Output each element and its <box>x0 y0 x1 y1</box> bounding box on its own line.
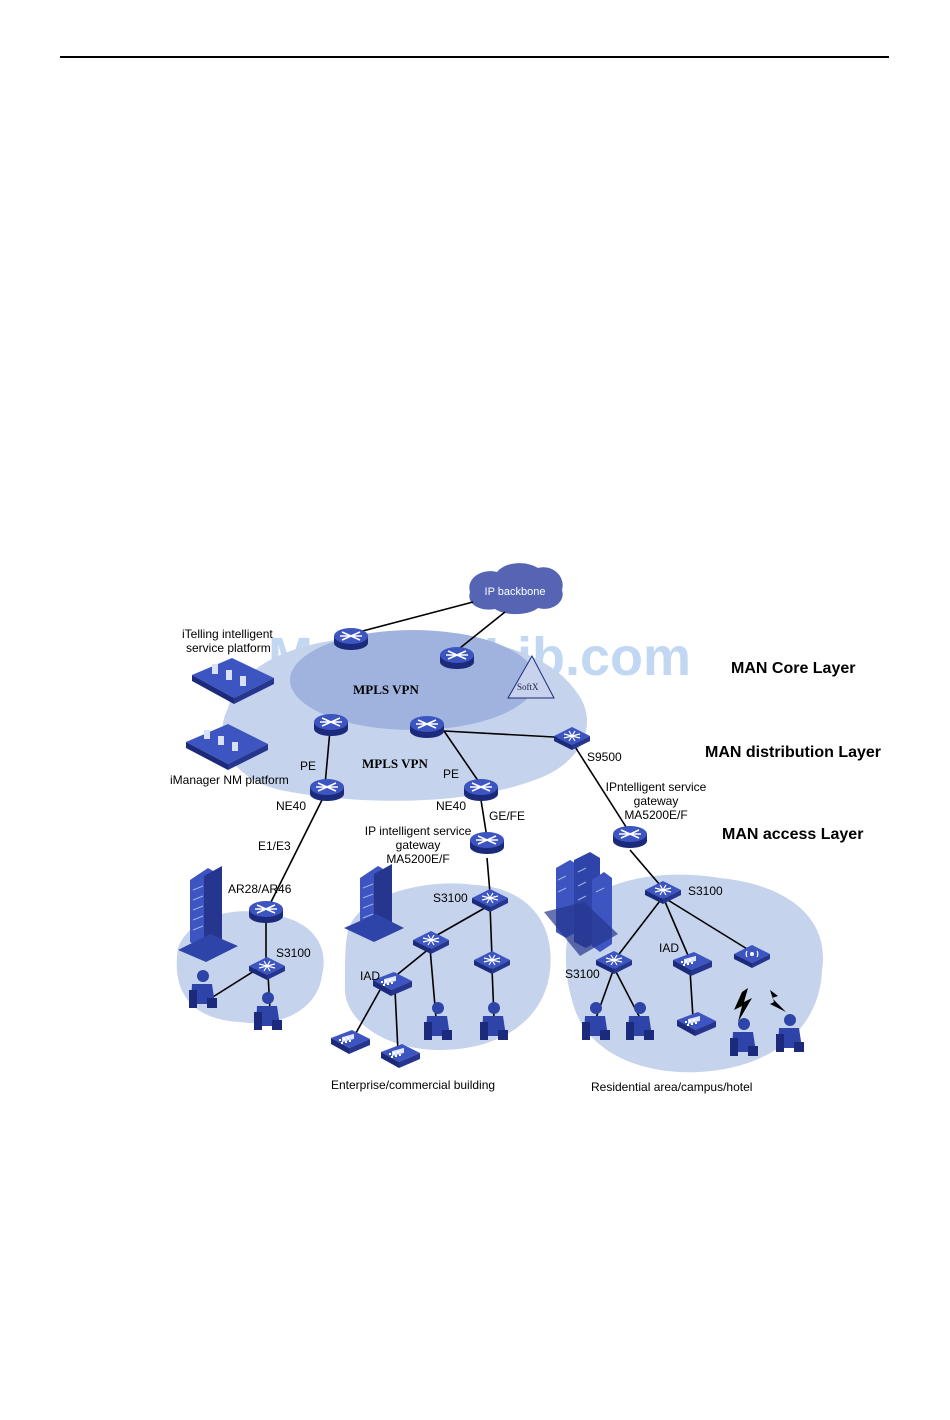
building-middle-icon <box>344 864 404 942</box>
residential-area-label: Residential area/campus/hotel <box>591 1080 752 1094</box>
imanager-platform-icon <box>186 724 268 770</box>
man-core-layer-label: MAN Core Layer <box>731 660 855 677</box>
mpls-router-left-icon <box>313 713 349 737</box>
softx-server: SoftX <box>507 654 555 699</box>
core-router-right-icon <box>439 646 475 670</box>
building-right-icon <box>544 852 618 956</box>
s3100-label-middle: S3100 <box>433 891 468 905</box>
gateway-middle-label-line2: gateway <box>396 838 441 852</box>
itelling-label-line1: iTelling intelligent <box>182 627 273 641</box>
s3100-label-right-low: S3100 <box>565 967 600 981</box>
ne40-label-left: NE40 <box>276 799 306 813</box>
svg-text:SoftX: SoftX <box>517 682 539 692</box>
s9500-label: S9500 <box>587 750 622 764</box>
ar-router-label: AR28/AR46 <box>228 882 292 896</box>
mpls-vpn-label-top: MPLS VPN <box>353 682 419 697</box>
gefe-label: GE/FE <box>489 809 525 823</box>
ne40-label-right: NE40 <box>436 799 466 813</box>
pe-label-left: PE <box>300 759 316 773</box>
gateway-right-label-line2: gateway <box>634 794 679 808</box>
gateway-right-label-line1: IPntelligent service <box>606 780 707 794</box>
s3100-label-right-top: S3100 <box>688 884 723 898</box>
iad-label-right: IAD <box>659 941 679 955</box>
ar28-ar46-router-icon <box>248 900 284 924</box>
mpls-router-right-icon <box>409 715 445 739</box>
gateway-middle-label-line3: MA5200E/F <box>386 852 449 866</box>
e1e3-label: E1/E3 <box>258 839 291 853</box>
phone-middle-left-icon <box>331 1030 370 1054</box>
enterprise-area-label: Enterprise/commercial building <box>331 1078 495 1092</box>
building-left-icon <box>178 866 238 962</box>
core-router-left-icon <box>333 627 369 651</box>
ma5200-gateway-middle-icon <box>469 831 505 855</box>
man-distribution-layer-label: MAN distribution Layer <box>705 744 881 761</box>
wireless-access-point-icon <box>734 945 770 968</box>
top-rule <box>60 56 889 58</box>
s3100-label-left: S3100 <box>276 946 311 960</box>
itelling-label-line2: service platform <box>186 641 271 655</box>
wireless-bolt-left-icon <box>734 988 752 1022</box>
itelling-platform-icon <box>192 658 274 704</box>
mpls-vpn-label-bottom: MPLS VPN <box>362 756 428 771</box>
ne40-router-right-icon <box>463 778 499 802</box>
wireless-bolt-right-icon <box>770 990 786 1012</box>
ma5200-gateway-right-icon <box>612 825 648 849</box>
gateway-right-label-line3: MA5200E/F <box>624 808 687 822</box>
imanager-label: iManager NM platform <box>170 773 289 787</box>
svg-text:IP backbone: IP backbone <box>485 586 546 598</box>
gateway-middle-label-line1: IP intelligent service <box>365 824 472 838</box>
iad-label-middle: IAD <box>360 969 380 983</box>
ne40-router-left-icon <box>309 778 345 802</box>
pe-label-right: PE <box>443 767 459 781</box>
ip-backbone-cloud: IP backbone <box>469 563 563 615</box>
mpls-core-area <box>290 630 536 730</box>
man-access-layer-label: MAN access Layer <box>722 826 863 843</box>
